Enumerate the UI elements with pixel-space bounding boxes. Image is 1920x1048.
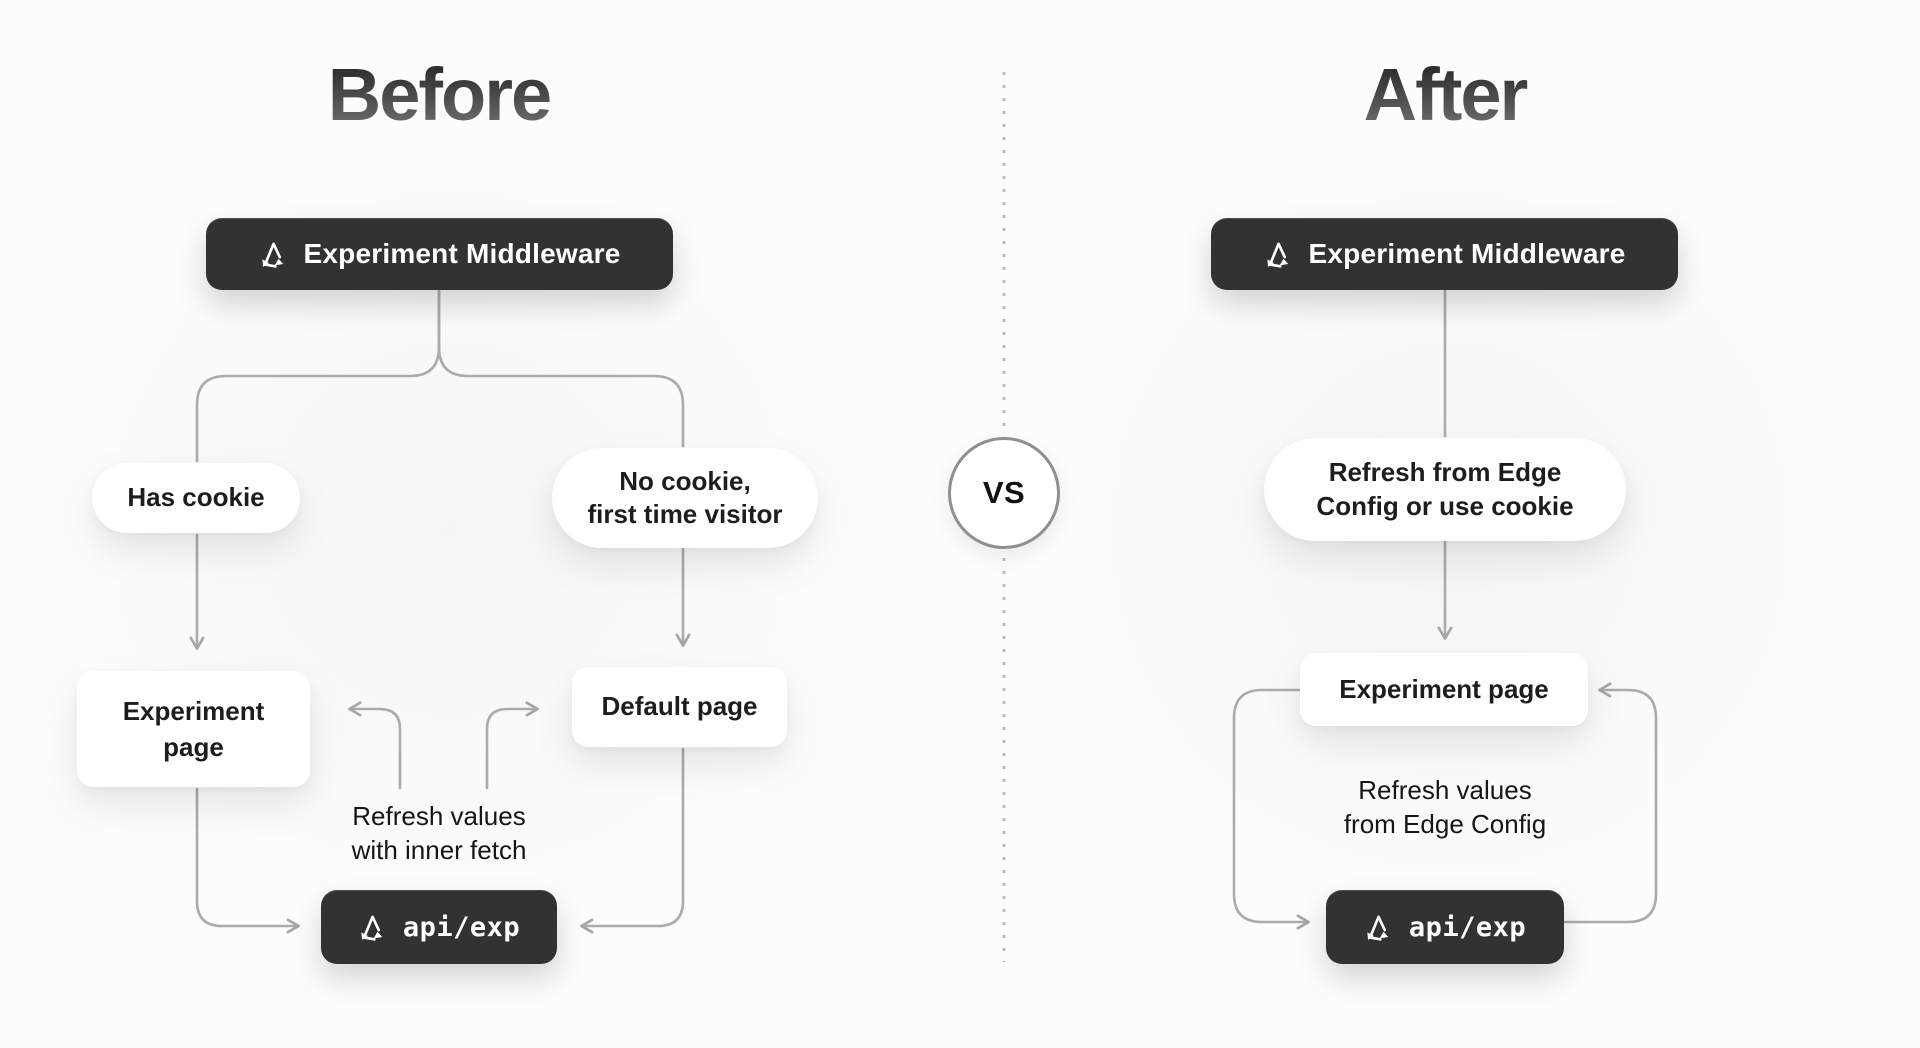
cycle-triangle-icon (259, 239, 289, 269)
before-middleware-label: Experiment Middleware (303, 238, 621, 269)
connector-before-split-left (195, 289, 441, 463)
before-has-cookie-label: Has cookie (127, 482, 265, 513)
connector-after-api-to-page (1563, 682, 1658, 924)
before-experiment-page-line2: page (163, 732, 224, 762)
connector-after-page-to-api (1232, 688, 1310, 930)
before-refresh-note-line1: Refresh values (352, 801, 526, 831)
before-no-cookie-line2: first time visitor (587, 499, 783, 529)
after-api-exp-label: api/exp (1408, 911, 1527, 943)
before-refresh-note: Refresh values with inner fetch (289, 800, 589, 868)
before-experiment-page-card: Experiment page (77, 671, 310, 787)
after-refresh-pill: Refresh from Edge Config or use cookie (1264, 438, 1626, 541)
before-middleware-node: Experiment Middleware (206, 218, 673, 290)
cycle-triangle-icon (358, 912, 388, 942)
after-api-exp-node: api/exp (1326, 890, 1564, 964)
before-api-exp-label: api/exp (402, 911, 521, 943)
after-middleware-label: Experiment Middleware (1308, 238, 1626, 269)
vs-badge: VS (948, 437, 1060, 549)
connector-return-to-default (485, 701, 539, 790)
after-refresh-pill-line1: Refresh from Edge (1328, 457, 1562, 488)
after-refresh-note-line1: Refresh values (1358, 775, 1532, 805)
before-default-page-label: Default page (601, 691, 758, 722)
after-middleware-node: Experiment Middleware (1211, 218, 1678, 290)
before-no-cookie-line1: No cookie, (619, 465, 751, 496)
before-refresh-note-line2: with inner fetch (351, 834, 527, 865)
connector-experiment-to-api (195, 787, 300, 934)
after-refresh-note-line2: from Edge Config (1343, 808, 1547, 839)
cycle-triangle-icon (1364, 912, 1394, 942)
after-refresh-note: Refresh values from Edge Config (1295, 774, 1595, 842)
vs-label: VS (982, 475, 1026, 510)
connector-return-to-experiment (348, 701, 402, 790)
before-experiment-page-line1: Experiment (122, 695, 265, 726)
after-title: After (1245, 58, 1645, 132)
cycle-triangle-icon (1264, 239, 1294, 269)
connector-before-split-right (437, 289, 685, 448)
before-api-exp-node: api/exp (321, 890, 557, 964)
after-experiment-page-card: Experiment page (1300, 653, 1588, 726)
before-has-cookie-pill: Has cookie (92, 463, 300, 533)
before-title: Before (239, 58, 639, 132)
before-default-page-card: Default page (572, 667, 787, 747)
after-experiment-page-label: Experiment page (1339, 673, 1549, 704)
connector-default-to-api (580, 747, 685, 934)
before-no-cookie-pill: No cookie, first time visitor (552, 448, 818, 548)
after-refresh-pill-line2: Config or use cookie (1316, 490, 1574, 521)
